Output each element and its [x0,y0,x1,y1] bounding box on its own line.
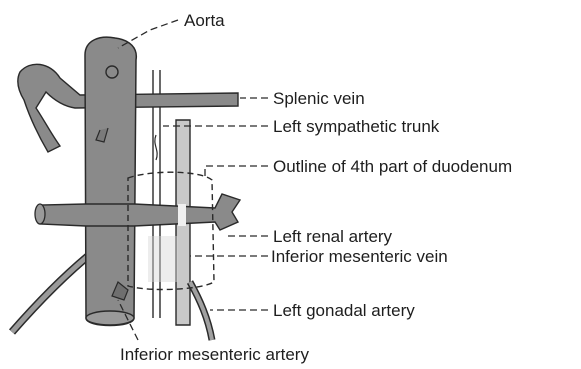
label-duodenum-outline: Outline of 4th part of duodenum [273,157,512,176]
label-left-sympathetic-trunk: Left sympathetic trunk [273,117,440,136]
label-inferior-mesenteric-artery: Inferior mesenteric artery [120,345,309,364]
label-inferior-mesenteric-vein: Inferior mesenteric vein [271,247,448,266]
label-left-renal-artery: Left renal artery [273,227,393,246]
label-splenic-vein: Splenic vein [273,89,365,108]
aorta-shape [85,37,136,325]
left-renal-artery-shape [40,194,240,230]
label-aorta: Aorta [184,11,225,30]
label-left-gonadal-artery: Left gonadal artery [273,301,415,320]
